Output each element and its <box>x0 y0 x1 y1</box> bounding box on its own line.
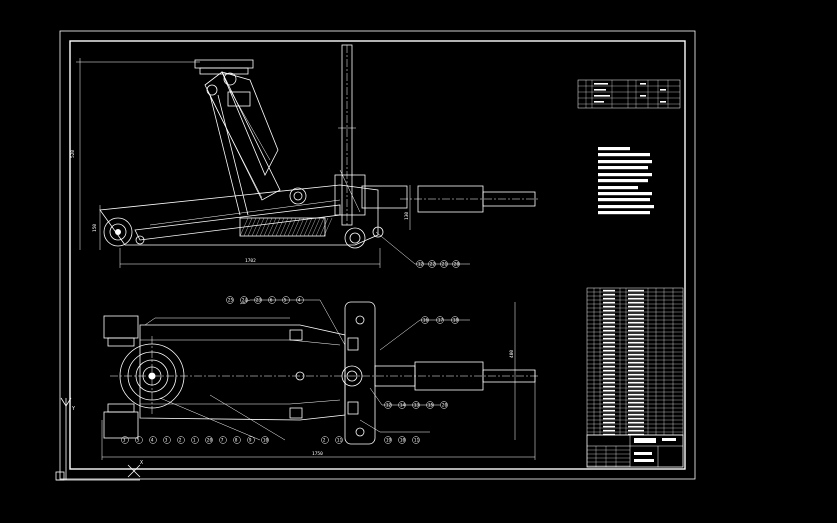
svg-text:11: 11 <box>337 438 343 444</box>
svg-text:5: 5 <box>137 438 140 444</box>
side-dim-length: 1702 <box>245 258 256 264</box>
svg-text:22: 22 <box>430 262 436 268</box>
top-balloon: 23 <box>254 296 262 304</box>
top-low-balloon: 11 <box>412 436 420 444</box>
svg-text:2: 2 <box>179 438 182 444</box>
top-balloon: 6 <box>268 296 276 304</box>
side-dim-height: 520 <box>70 150 76 158</box>
svg-text:20: 20 <box>454 262 460 268</box>
svg-text:2: 2 <box>323 438 326 444</box>
svg-text:8: 8 <box>235 438 238 444</box>
svg-text:12: 12 <box>418 262 424 268</box>
svg-text:1: 1 <box>193 438 196 444</box>
top-dim-length: 1750 <box>312 451 323 457</box>
svg-text:18: 18 <box>453 318 459 324</box>
svg-text:15: 15 <box>428 403 434 409</box>
side-balloon: 20 <box>452 260 460 268</box>
svg-text:21: 21 <box>442 262 448 268</box>
header-parts-table <box>577 79 681 109</box>
ucs-icon: Y X <box>55 397 143 481</box>
svg-text:19: 19 <box>386 438 392 444</box>
top-right-balloon: 17 <box>436 316 444 324</box>
side-balloon: 12 <box>416 260 424 268</box>
svg-text:14: 14 <box>400 403 406 409</box>
top-balloon: 24 <box>240 296 248 304</box>
top-bottom-balloon: 3 <box>121 436 129 444</box>
svg-text:20: 20 <box>207 438 213 444</box>
top-view: 1750 400 <box>101 296 540 460</box>
top-dim-width: 400 <box>509 350 515 358</box>
side-dim-right: 130 <box>404 212 410 220</box>
top-bottom-balloon: 9 <box>247 436 255 444</box>
top-bottom-balloon: 7 <box>219 436 227 444</box>
bill-of-materials-table <box>586 287 684 436</box>
svg-text:3: 3 <box>123 438 126 444</box>
svg-text:13: 13 <box>414 403 420 409</box>
top-low-balloon: 19 <box>384 436 392 444</box>
top-right-balloon: 16 <box>421 316 429 324</box>
svg-text:23: 23 <box>256 298 262 304</box>
top-mid-balloon: 12 <box>384 401 392 409</box>
title-block <box>586 434 684 468</box>
drawing-frame <box>59 30 696 480</box>
svg-text:25: 25 <box>228 298 234 304</box>
top-bottom-balloon: 4 <box>149 436 157 444</box>
side-view: 1702 520 150 130 <box>70 44 540 268</box>
svg-text:11: 11 <box>414 438 420 444</box>
svg-text:24: 24 <box>242 298 248 304</box>
top-mid-balloon: 13 <box>412 401 420 409</box>
technical-notes-block <box>598 147 654 215</box>
top-bottom-balloon: 10 <box>261 436 269 444</box>
top-balloon: 4 <box>296 296 304 304</box>
top-low-balloon: 10 <box>398 436 406 444</box>
top-bottom-balloon: 5 <box>135 436 143 444</box>
top-bottom-balloon: 20 <box>205 436 213 444</box>
svg-text:7: 7 <box>221 438 224 444</box>
top-bottom-balloon: 3 <box>163 436 171 444</box>
svg-text:4: 4 <box>151 438 154 444</box>
ucs-y-label: Y <box>72 406 75 412</box>
svg-text:16: 16 <box>423 318 429 324</box>
top-mid-balloon: 15 <box>426 401 434 409</box>
svg-text:20: 20 <box>442 403 448 409</box>
svg-text:4: 4 <box>298 298 301 304</box>
svg-text:6: 6 <box>270 298 273 304</box>
side-balloon: 22 <box>428 260 436 268</box>
top-balloon: 25 <box>226 296 234 304</box>
ucs-x-label: X <box>140 460 143 466</box>
top-right-balloon: 18 <box>451 316 459 324</box>
top-mid-balloon: 14 <box>398 401 406 409</box>
svg-text:10: 10 <box>400 438 406 444</box>
svg-text:12: 12 <box>386 403 392 409</box>
svg-text:5: 5 <box>284 298 287 304</box>
top-center-balloon: 2 <box>321 436 329 444</box>
svg-text:9: 9 <box>249 438 252 444</box>
svg-text:10: 10 <box>263 438 269 444</box>
top-bottom-balloon: 1 <box>191 436 199 444</box>
top-bottom-balloon: 2 <box>177 436 185 444</box>
top-mid-balloon: 20 <box>440 401 448 409</box>
svg-text:3: 3 <box>165 438 168 444</box>
top-center-balloon: 11 <box>335 436 343 444</box>
top-bottom-balloon: 8 <box>233 436 241 444</box>
svg-text:17: 17 <box>438 318 444 324</box>
side-dim-wheel: 150 <box>92 224 98 232</box>
side-balloon: 21 <box>440 260 448 268</box>
top-balloon: 5 <box>282 296 290 304</box>
